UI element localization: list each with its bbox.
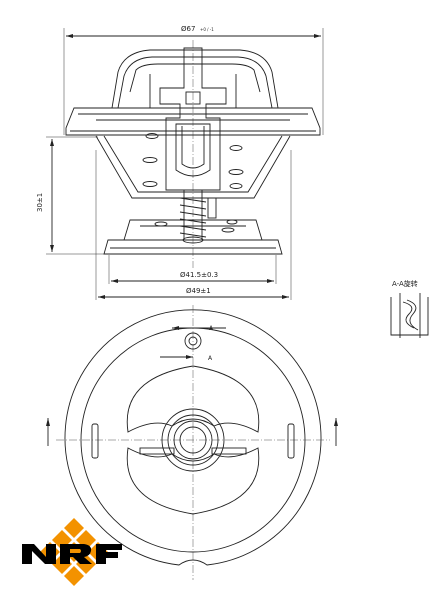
top-view: A A <box>46 305 338 580</box>
main-spring-right <box>228 145 244 189</box>
nrf-logo <box>22 518 122 586</box>
top-diameter-tolerance: +0 / -1 <box>200 27 214 32</box>
top-diameter-dimension: Ø67 +0 / -1 <box>63 25 324 135</box>
section-arrow-right <box>334 418 338 446</box>
logo-letters <box>22 544 122 564</box>
jiggle-pin: A A <box>160 325 226 362</box>
right-slot <box>287 423 295 459</box>
thermostat-body <box>95 135 291 199</box>
height-label: 30±1 <box>36 193 44 212</box>
section-marker-upper: A <box>209 325 214 332</box>
center-valve <box>139 408 247 472</box>
height-dimension: 30±1 <box>36 136 104 255</box>
wax-element <box>159 47 227 191</box>
mounting-flange <box>65 107 321 136</box>
thermostat-dome <box>111 49 279 109</box>
side-view: Ø67 +0 / -1 30±1 Ø41.5±0.3 <box>36 25 324 300</box>
base-cup <box>103 219 283 255</box>
bottom-diameter-label: Ø49±1 <box>186 287 211 295</box>
outer-ring <box>64 309 322 566</box>
main-spring-left <box>142 133 159 187</box>
section-arrow-left <box>46 418 50 446</box>
mid-diameter-dimension: Ø41.5±0.3 <box>108 255 277 284</box>
section-a-a-detail: A-A旋转 <box>390 279 429 338</box>
left-slot <box>91 423 99 459</box>
bottom-diameter-dimension: Ø49±1 <box>95 150 292 300</box>
section-marker-lower: A <box>208 355 213 362</box>
mid-diameter-label: Ø41.5±0.3 <box>180 271 218 279</box>
top-diameter-label: Ø67 <box>181 25 195 33</box>
section-label: A-A旋转 <box>392 279 418 288</box>
